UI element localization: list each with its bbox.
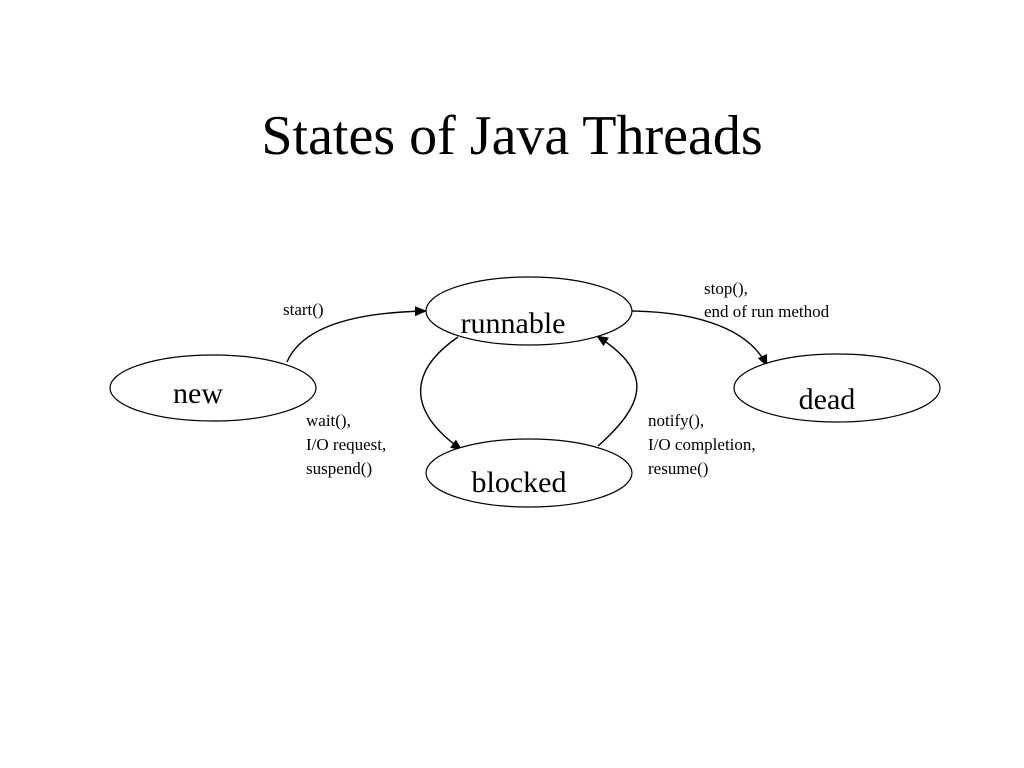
label-wait-line: suspend(): [306, 459, 372, 478]
label-stop: stop(), end of run method: [704, 279, 830, 321]
edge-start: [286, 306, 427, 363]
label-notify-line: I/O completion,: [648, 435, 756, 454]
state-new: new: [109, 354, 317, 422]
label-wait-line: wait(),: [306, 411, 351, 430]
edge-notify: [596, 335, 638, 447]
state-dead-label: dead: [799, 383, 856, 416]
label-start-line: start(): [283, 300, 324, 319]
state-blocked: blocked: [425, 438, 633, 508]
label-stop-line: end of run method: [704, 302, 830, 321]
state-new-label: new: [173, 377, 223, 410]
state-blocked-label: blocked: [472, 466, 567, 499]
label-notify: notify(), I/O completion, resume(): [648, 411, 760, 478]
edge-stop: [631, 310, 768, 367]
page-title: States of Java Threads: [261, 105, 763, 167]
label-stop-line: stop(),: [704, 279, 748, 298]
state-runnable-label: runnable: [461, 307, 566, 340]
label-wait: wait(), I/O request, suspend(): [306, 411, 391, 478]
state-dead: dead: [733, 353, 941, 423]
label-start: start(): [283, 300, 324, 319]
label-notify-line: resume(): [648, 459, 708, 478]
state-runnable: runnable: [425, 276, 633, 346]
label-notify-line: notify(),: [648, 411, 704, 430]
label-wait-line: I/O request,: [306, 435, 386, 454]
edge-wait: [420, 336, 463, 451]
